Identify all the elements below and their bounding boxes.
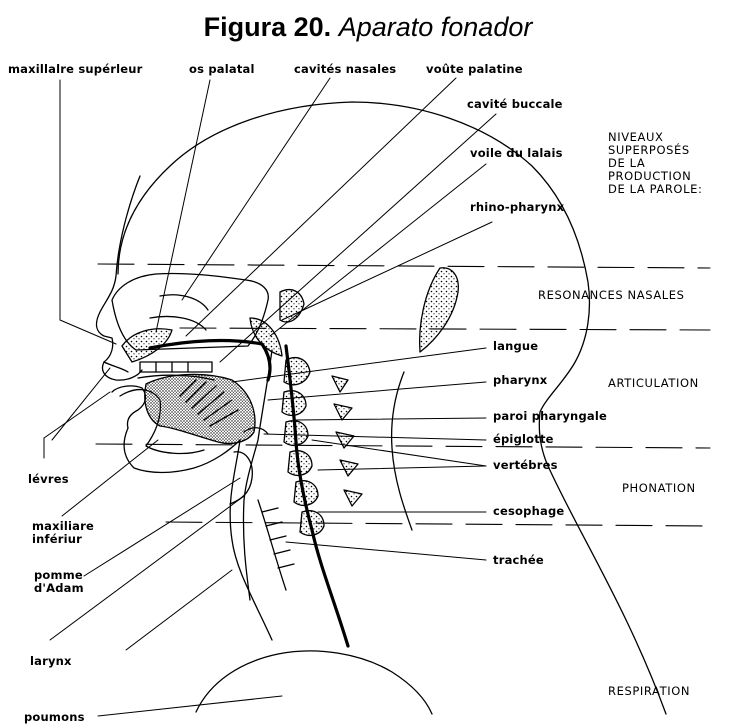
level-divider-phonation-top xyxy=(96,444,710,448)
vertebra-c5 xyxy=(288,451,312,476)
label-cavites-nasales: cavités nasales xyxy=(294,63,396,76)
vertebra-c6 xyxy=(294,481,318,506)
leader-voute-palatine xyxy=(186,78,456,336)
leader-pomme-adam xyxy=(84,478,240,576)
label-os-palatal: os palatal xyxy=(189,63,255,76)
upper-lip xyxy=(103,362,143,380)
leader-pharynx xyxy=(268,382,486,400)
label-epiglotte: épiglotte xyxy=(493,433,554,446)
level-respiration: RESPIRATION xyxy=(608,685,690,698)
leader-levres-1 xyxy=(44,392,110,458)
upper-teeth xyxy=(140,362,212,372)
vertebra-c2 xyxy=(284,358,310,385)
label-poumons: poumons xyxy=(24,711,85,724)
hard-palate xyxy=(150,341,270,380)
label-voute-palatine: voûte palatine xyxy=(426,63,523,76)
vertebra-c1 xyxy=(280,290,304,322)
vertebra-c4 xyxy=(284,421,308,446)
leader-vertebres-1 xyxy=(312,440,486,466)
level-divider-respiration-top xyxy=(166,522,710,526)
label-vertebres: vertébres xyxy=(493,459,558,472)
level-articulation: ARTICULATION xyxy=(608,377,699,390)
label-trachee: trachée xyxy=(493,554,544,567)
label-langue: langue xyxy=(493,340,538,353)
label-oesophage: cesophage xyxy=(493,505,564,518)
label-maxillaire-superieur: maxillalre supérleur xyxy=(8,63,143,76)
spinous-process xyxy=(340,460,358,476)
leader-rhino-pharynx xyxy=(282,222,492,320)
trachea-ring xyxy=(270,536,286,540)
label-paroi-pharyngale: paroi pharyngale xyxy=(493,410,607,423)
label-larynx: larynx xyxy=(30,655,72,668)
pharynx-front xyxy=(243,350,272,600)
leader-poumons xyxy=(98,696,282,716)
label-pharynx: pharynx xyxy=(493,374,547,387)
level-divider-resonance-top xyxy=(98,264,710,268)
leader-cavite-buccale xyxy=(220,114,496,362)
levels-heading: NIVEAUX SUPERPOSÉS DE LA PRODUCTION DE L… xyxy=(608,131,702,196)
label-maxillaire-inferieur: maxiliare infériur xyxy=(32,520,94,546)
trachea-ring xyxy=(262,508,278,512)
lung-outline xyxy=(196,651,432,714)
leader-paroi-pharyngale xyxy=(296,418,486,420)
vertebra-c3 xyxy=(282,391,306,416)
leader-cavites-nasales xyxy=(182,78,330,300)
back-neck xyxy=(392,372,412,530)
trachea xyxy=(258,500,286,590)
label-voile-du-palais: voile du lalais xyxy=(470,147,563,160)
spinous-process xyxy=(344,490,362,506)
trachea-ring xyxy=(278,564,294,568)
level-phonation: PHONATION xyxy=(622,482,696,495)
label-levres: lévres xyxy=(28,473,69,486)
occipital-shaded xyxy=(420,268,459,352)
label-rhino-pharynx: rhino-pharynx xyxy=(470,201,564,214)
spinous-process xyxy=(334,404,352,420)
leader-os-palatal xyxy=(156,80,210,332)
label-pomme-adam: pomme d'Adam xyxy=(34,569,84,595)
leader-levres-2 xyxy=(52,368,110,440)
trachea-ring xyxy=(274,550,290,554)
level-resonances-nasales: RESONANCES NASALES xyxy=(538,289,685,302)
leader-lungs-stub xyxy=(126,570,232,650)
label-cavite-buccale: cavité buccale xyxy=(467,98,563,111)
leader-maxillaire-superieur xyxy=(60,80,116,344)
throat-front xyxy=(230,440,272,640)
leader-maxillaire-inferieur xyxy=(62,440,158,516)
spinous-process xyxy=(332,376,348,392)
